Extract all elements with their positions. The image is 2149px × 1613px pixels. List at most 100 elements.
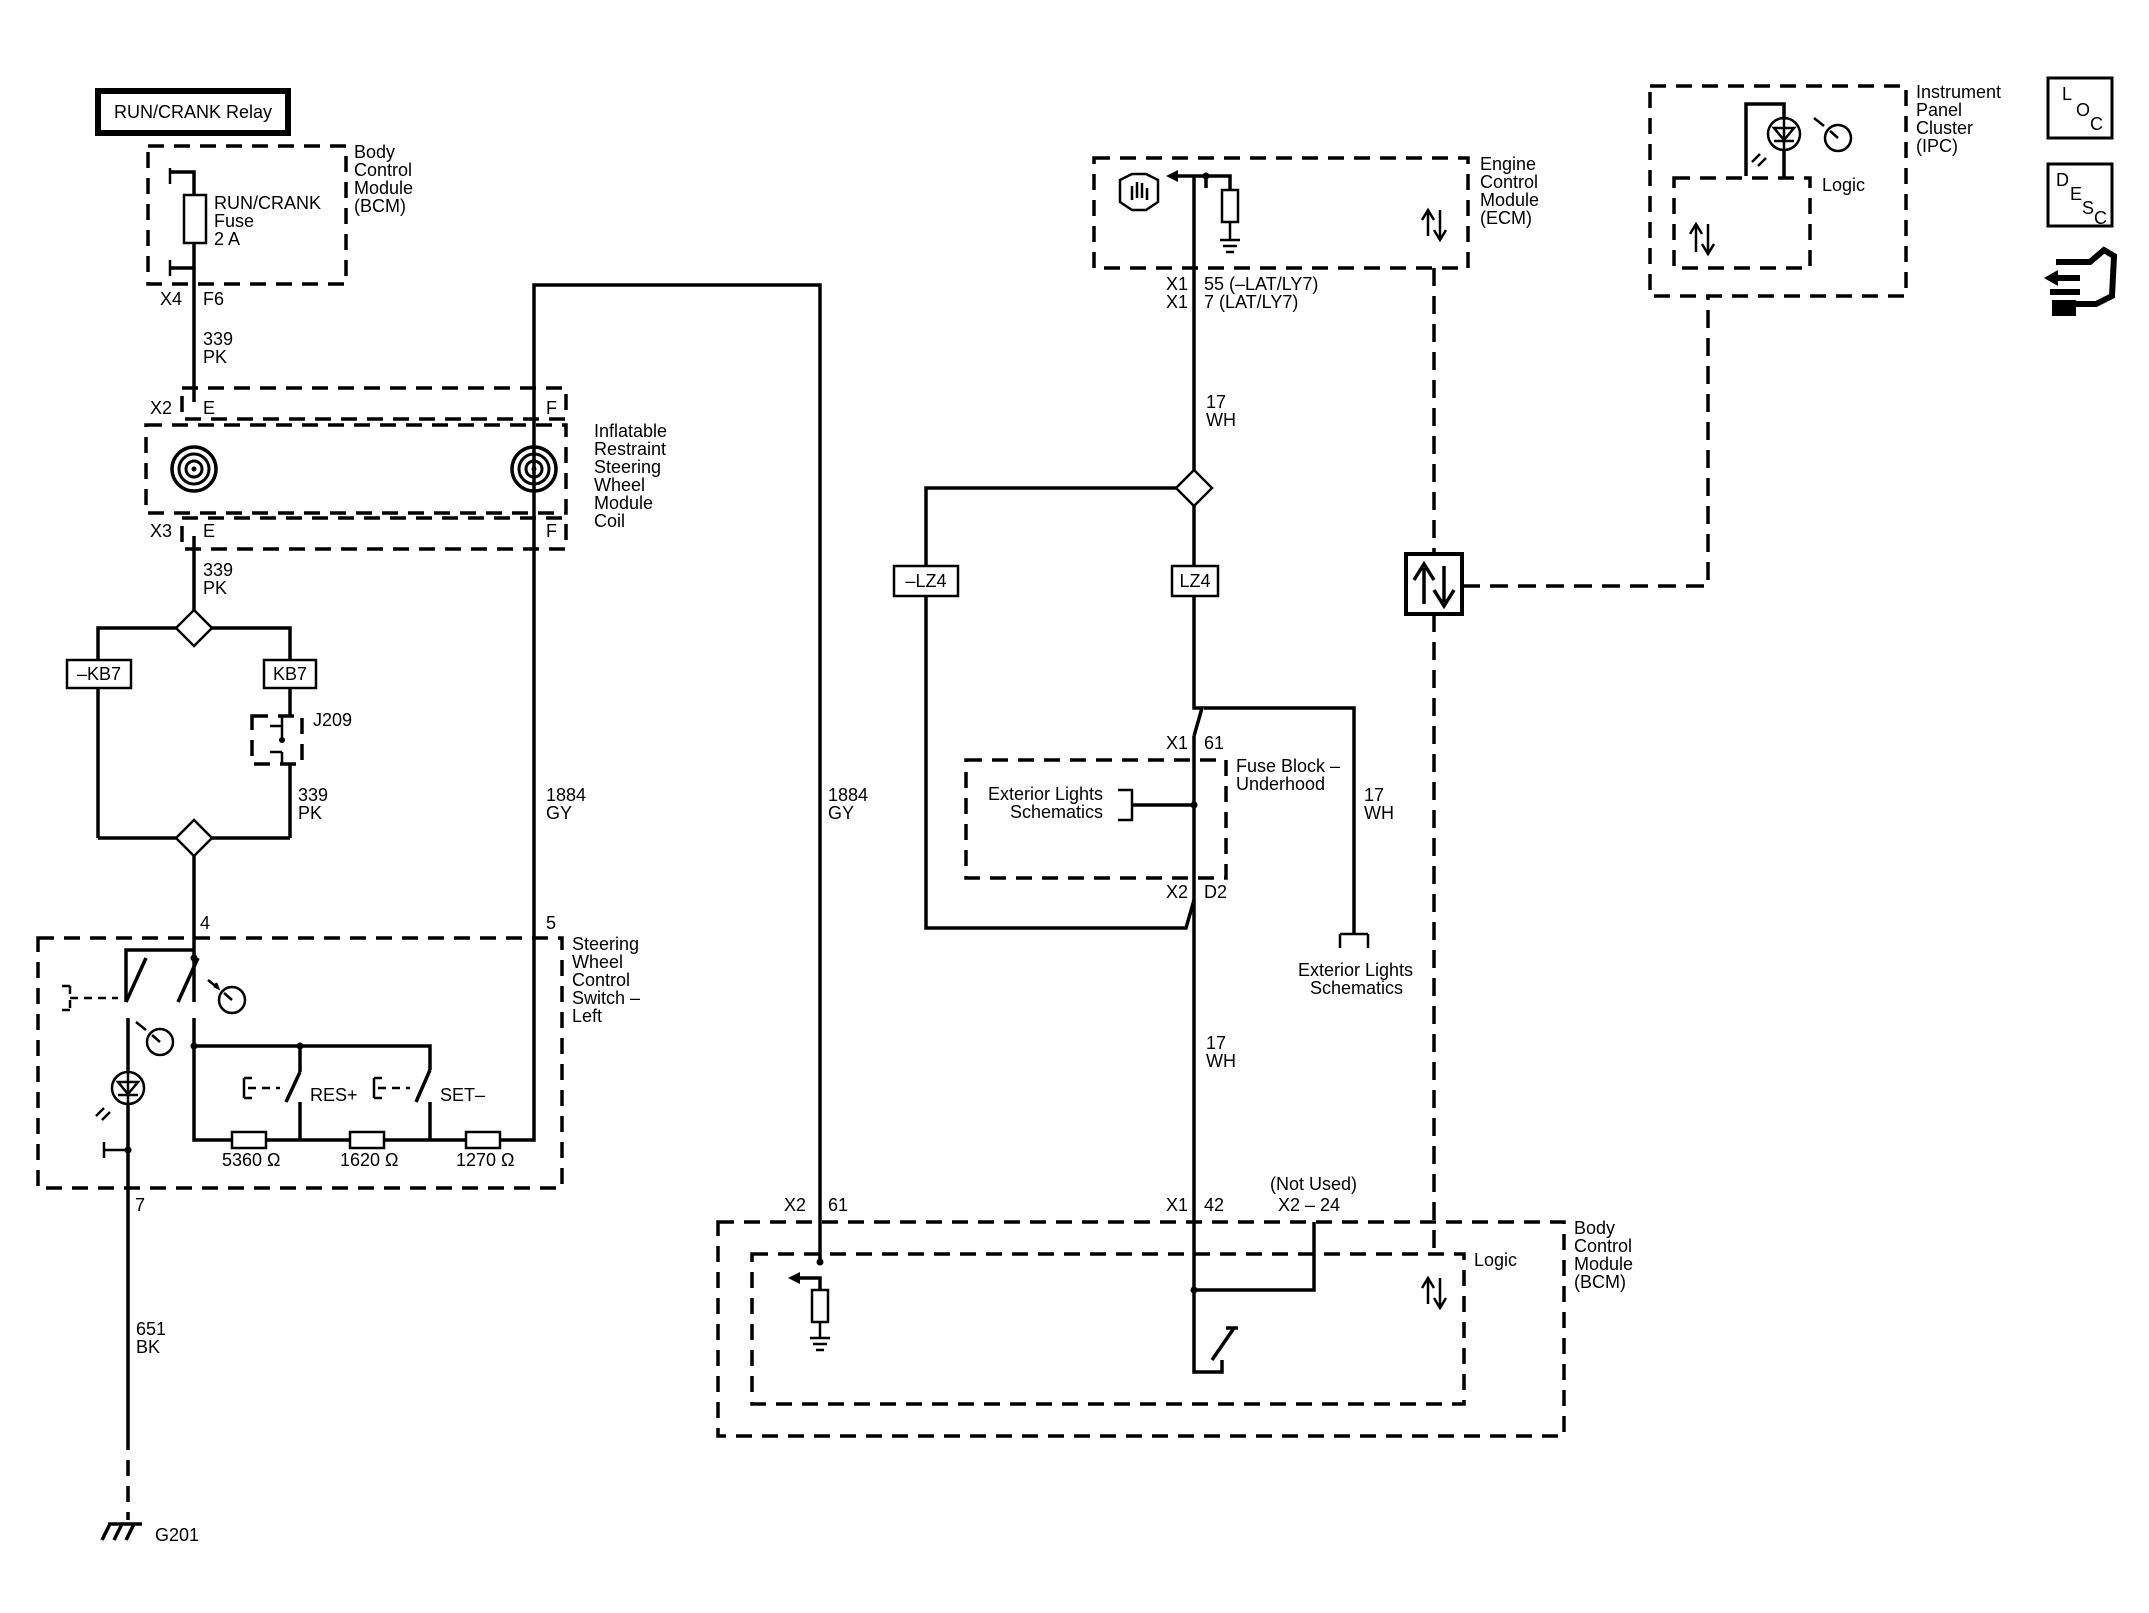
svg-text:L: L [2062,84,2072,104]
wire-17-num-3: 17 [1206,1033,1226,1053]
wire-651-color: BK [136,1337,160,1357]
spiral-icon-e [170,445,218,493]
option-lz4: LZ4 [1170,564,1220,598]
gauge-icon-1 [207,979,247,1015]
ipc-name-4: (IPC) [1916,136,1958,156]
switch-name-3: Control [572,970,630,990]
coil-name-1: Inflatable [594,421,667,441]
wire-339-num-2: 339 [203,560,233,580]
bcm-top-name-1: Body [354,142,395,162]
fuse-icon [182,193,208,245]
fuse-block-name-2: Underhood [1236,774,1325,794]
bcm-top-conn: X4 [160,289,182,309]
ecm-name-3: Module [1480,190,1539,210]
switch-name-1: Steering [572,934,639,954]
fuse-block-x2: X2 [1166,882,1188,902]
ipc-led-icon [1751,116,1802,167]
switch-pin-7: 7 [135,1195,145,1215]
coil-name-6: Coil [594,511,625,531]
wire-339-color-3: PK [298,803,322,823]
resistor-1620 [348,1130,386,1150]
steering-wheel-control-switch: 4 5 Steering Wheel Control Switch – Left… [36,913,640,1190]
bcm-top-pin: F6 [203,289,224,309]
fuse-block-pin-61: 61 [1204,733,1224,753]
wire-339-color-2: PK [203,578,227,598]
set-minus-label: SET– [440,1085,485,1105]
bcm-top-name-3: Module [354,178,413,198]
svg-text:O: O [2076,100,2090,120]
bcm-resistor [810,1288,830,1324]
gauge-icon-2 [135,1021,175,1057]
switch-pin-4: 4 [200,913,210,933]
wire-17-color-2: WH [1364,803,1394,823]
bcm-bottom-pin-42: 42 [1204,1195,1224,1215]
bcm-bottom-x2: X2 [784,1195,806,1215]
ecm-conn-2: X1 [1166,292,1188,312]
resistor-label-3: 1270 Ω [456,1150,515,1170]
bcm-top-name-4: (BCM) [354,196,406,216]
wire-1884-color-1: GY [546,803,572,823]
ecm-conn-1: X1 [1166,274,1188,294]
coil-name-5: Module [594,493,653,513]
coil-name-3: Steering [594,457,661,477]
fuse-label-2: Fuse [214,211,254,231]
led-icon [95,1068,146,1121]
svg-text:C: C [2090,114,2103,134]
connector-end-view-icon[interactable] [2044,246,2118,316]
stop-hand-icon [1118,172,1160,212]
coil-x2: X2 [150,398,172,418]
wire-1884-color-2: GY [828,803,854,823]
wire-17-color-1: WH [1206,410,1236,430]
loc-icon[interactable]: L O C [2046,76,2114,140]
ecm-name-2: Control [1480,172,1538,192]
wire-339-color-1: PK [203,347,227,367]
clockspring-coil: X2 E F X3 E F Inflatable Restraint Steer… [144,386,667,551]
bcm-bottom: Body Control Module (BCM) Logic [716,1218,1633,1438]
wire-17-num-1: 17 [1206,392,1226,412]
switch-name-5: Left [572,1006,602,1026]
ipc-name-3: Cluster [1916,118,1973,138]
resistor-1270 [464,1130,502,1150]
ecm-resistor [1220,188,1240,224]
svg-text:–LZ4: –LZ4 [905,571,946,591]
wire-17-num-2: 17 [1364,785,1384,805]
splice-diamond-bottom [174,818,214,858]
option-kb7: KB7 [262,658,318,690]
svg-text:D: D [2056,170,2069,190]
ecm-pin-2: 7 (LAT/LY7) [1204,292,1298,312]
ecm-name-1: Engine [1480,154,1536,174]
desc-icon[interactable]: D E S C [2046,162,2114,228]
wire-651-num: 651 [136,1319,166,1339]
option-minus-lz4: –LZ4 [892,564,960,598]
coil-name-2: Restraint [594,439,666,459]
ecm-name-4: (ECM) [1480,208,1532,228]
ipc-name-1: Instrument [1916,82,2001,102]
svg-text:LZ4: LZ4 [1179,571,1210,591]
bcm-bottom-not-used: (Not Used) [1270,1174,1357,1194]
coil-pin-f-bot: F [546,521,557,541]
ipc-logic: Logic [1822,175,1865,195]
coil-pin-e-bot: E [203,521,215,541]
fuse-label-1: RUN/CRANK [214,193,321,213]
ecm-pin-1: 55 (–LAT/LY7) [1204,274,1318,294]
ext-lights-label-4: Schematics [1310,978,1403,998]
bcm-bottom-logic: Logic [1474,1250,1517,1270]
fuse-block-name-1: Fuse Block – [1236,756,1340,776]
relay-label: RUN/CRANK Relay [114,102,272,122]
bcm-bottom-x1: X1 [1166,1195,1188,1215]
ground-label: G201 [155,1525,199,1545]
wire-17-color-3: WH [1206,1051,1236,1071]
wire-339-num-1: 339 [203,329,233,349]
ext-lights-label-2: Schematics [1010,802,1103,822]
j209-label: J209 [313,710,352,730]
bcm-bottom-name-2: Control [1574,1236,1632,1256]
serial-data-icon [1404,552,1464,616]
coil-name-4: Wheel [594,475,645,495]
coil-x3: X3 [150,521,172,541]
j209-connector: J209 [250,710,352,766]
ecm-module: Engine Control Module (ECM) [1092,154,1539,270]
splice-diamond-ecm [1174,468,1214,508]
svg-text:C: C [2094,208,2107,228]
resistor-5360 [230,1130,268,1150]
